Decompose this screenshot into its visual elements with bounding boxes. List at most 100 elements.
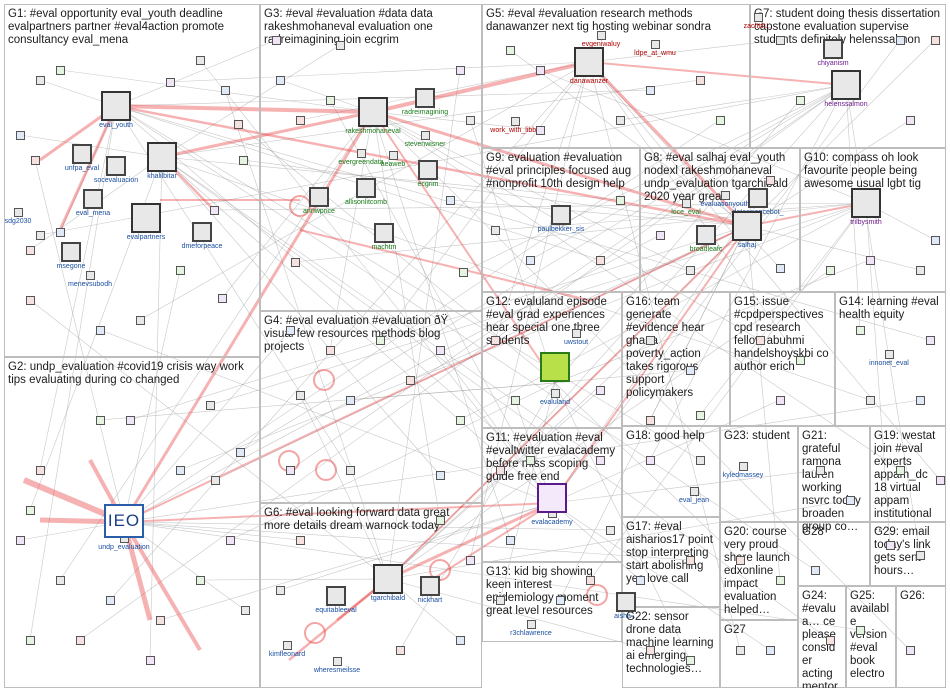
node-salhaj[interactable] xyxy=(732,211,762,241)
minor-node[interactable] xyxy=(466,556,475,565)
minor-node[interactable] xyxy=(76,636,85,645)
minor-node[interactable] xyxy=(506,536,515,545)
ieo-hub-node[interactable]: IEO xyxy=(104,504,144,538)
node-wheresmeilsse[interactable] xyxy=(332,657,342,666)
minor-node[interactable] xyxy=(766,176,775,185)
minor-node[interactable] xyxy=(646,456,655,465)
minor-node[interactable] xyxy=(466,116,475,125)
minor-node[interactable] xyxy=(346,396,355,405)
minor-node[interactable] xyxy=(406,376,415,385)
minor-node[interactable] xyxy=(686,656,695,665)
minor-node[interactable] xyxy=(816,466,825,475)
node-loce-eval[interactable] xyxy=(681,199,691,208)
minor-node[interactable] xyxy=(226,536,235,545)
minor-node[interactable] xyxy=(456,636,465,645)
node-radreimagining[interactable] xyxy=(415,88,435,108)
minor-node[interactable] xyxy=(36,466,45,475)
node-tgarchibald[interactable] xyxy=(373,564,403,594)
minor-node[interactable] xyxy=(26,296,35,305)
minor-node[interactable] xyxy=(446,196,455,205)
node-zachtilton[interactable] xyxy=(753,13,763,22)
minor-node[interactable] xyxy=(336,41,345,50)
node-menevsubodh[interactable] xyxy=(85,271,95,280)
minor-node[interactable] xyxy=(776,576,785,585)
minor-node[interactable] xyxy=(686,366,695,375)
node-annwprice[interactable] xyxy=(309,187,329,207)
minor-node[interactable] xyxy=(646,416,655,425)
minor-node[interactable] xyxy=(156,616,165,625)
minor-node[interactable] xyxy=(796,356,805,365)
minor-node[interactable] xyxy=(346,466,355,475)
minor-node[interactable] xyxy=(496,466,505,475)
node-kimfleonard[interactable] xyxy=(282,641,292,650)
node-r3chlawrence[interactable] xyxy=(526,620,536,629)
minor-node[interactable] xyxy=(536,126,545,135)
minor-node[interactable] xyxy=(936,476,945,485)
minor-node[interactable] xyxy=(736,646,745,655)
minor-node[interactable] xyxy=(536,66,545,75)
minor-node[interactable] xyxy=(376,336,385,345)
minor-node[interactable] xyxy=(596,386,605,395)
minor-node[interactable] xyxy=(906,646,915,655)
minor-node[interactable] xyxy=(616,196,625,205)
minor-node[interactable] xyxy=(866,256,875,265)
minor-node[interactable] xyxy=(491,336,500,345)
minor-node[interactable] xyxy=(526,256,535,265)
minor-node[interactable] xyxy=(296,116,305,125)
minor-node[interactable] xyxy=(931,236,940,245)
minor-node[interactable] xyxy=(766,646,775,655)
minor-node[interactable] xyxy=(686,556,695,565)
node-eval-youth[interactable] xyxy=(101,91,131,121)
node-machtm[interactable] xyxy=(374,223,394,243)
node-ecgrim[interactable] xyxy=(418,160,438,180)
minor-node[interactable] xyxy=(106,596,115,605)
minor-node[interactable] xyxy=(896,36,905,45)
minor-node[interactable] xyxy=(286,326,295,335)
minor-node[interactable] xyxy=(272,36,281,45)
node-broadleafc[interactable] xyxy=(696,225,716,245)
minor-node[interactable] xyxy=(26,506,35,515)
minor-node[interactable] xyxy=(931,36,940,45)
minor-node[interactable] xyxy=(616,116,625,125)
node-danawanzer[interactable] xyxy=(574,47,604,77)
node-eval-jean[interactable] xyxy=(689,487,699,496)
node-evergreendata[interactable] xyxy=(356,149,366,158)
node-aeaweb[interactable] xyxy=(388,151,398,160)
minor-node[interactable] xyxy=(556,596,565,605)
node-dmeforpeace[interactable] xyxy=(192,222,212,242)
node-evalpartners[interactable] xyxy=(131,203,161,233)
node-khalilbitar[interactable] xyxy=(147,142,177,172)
minor-node[interactable] xyxy=(756,336,765,345)
minor-node[interactable] xyxy=(16,536,25,545)
minor-node[interactable] xyxy=(16,131,25,140)
minor-node[interactable] xyxy=(491,226,500,235)
minor-node[interactable] xyxy=(436,346,445,355)
minor-node[interactable] xyxy=(736,556,745,565)
minor-node[interactable] xyxy=(896,466,905,475)
minor-node[interactable] xyxy=(436,471,445,480)
minor-node[interactable] xyxy=(459,268,468,277)
minor-node[interactable] xyxy=(326,96,335,105)
minor-node[interactable] xyxy=(296,391,305,400)
minor-node[interactable] xyxy=(326,346,335,355)
minor-node[interactable] xyxy=(234,120,243,129)
node-uwstout[interactable] xyxy=(571,329,581,338)
node-equitableeval[interactable] xyxy=(326,586,346,606)
minor-node[interactable] xyxy=(146,656,155,665)
minor-node[interactable] xyxy=(596,256,605,265)
minor-node[interactable] xyxy=(210,206,219,215)
minor-node[interactable] xyxy=(96,326,105,335)
minor-node[interactable] xyxy=(36,231,45,240)
minor-node[interactable] xyxy=(291,258,300,267)
minor-node[interactable] xyxy=(26,246,35,255)
node-helenssalmon[interactable] xyxy=(831,70,861,100)
minor-node[interactable] xyxy=(716,116,725,125)
minor-node[interactable] xyxy=(906,116,915,125)
minor-node[interactable] xyxy=(56,66,65,75)
minor-node[interactable] xyxy=(96,416,105,425)
minor-node[interactable] xyxy=(196,56,205,65)
minor-node[interactable] xyxy=(886,541,895,550)
minor-node[interactable] xyxy=(696,411,705,420)
minor-node[interactable] xyxy=(916,396,925,405)
minor-node[interactable] xyxy=(136,316,145,325)
